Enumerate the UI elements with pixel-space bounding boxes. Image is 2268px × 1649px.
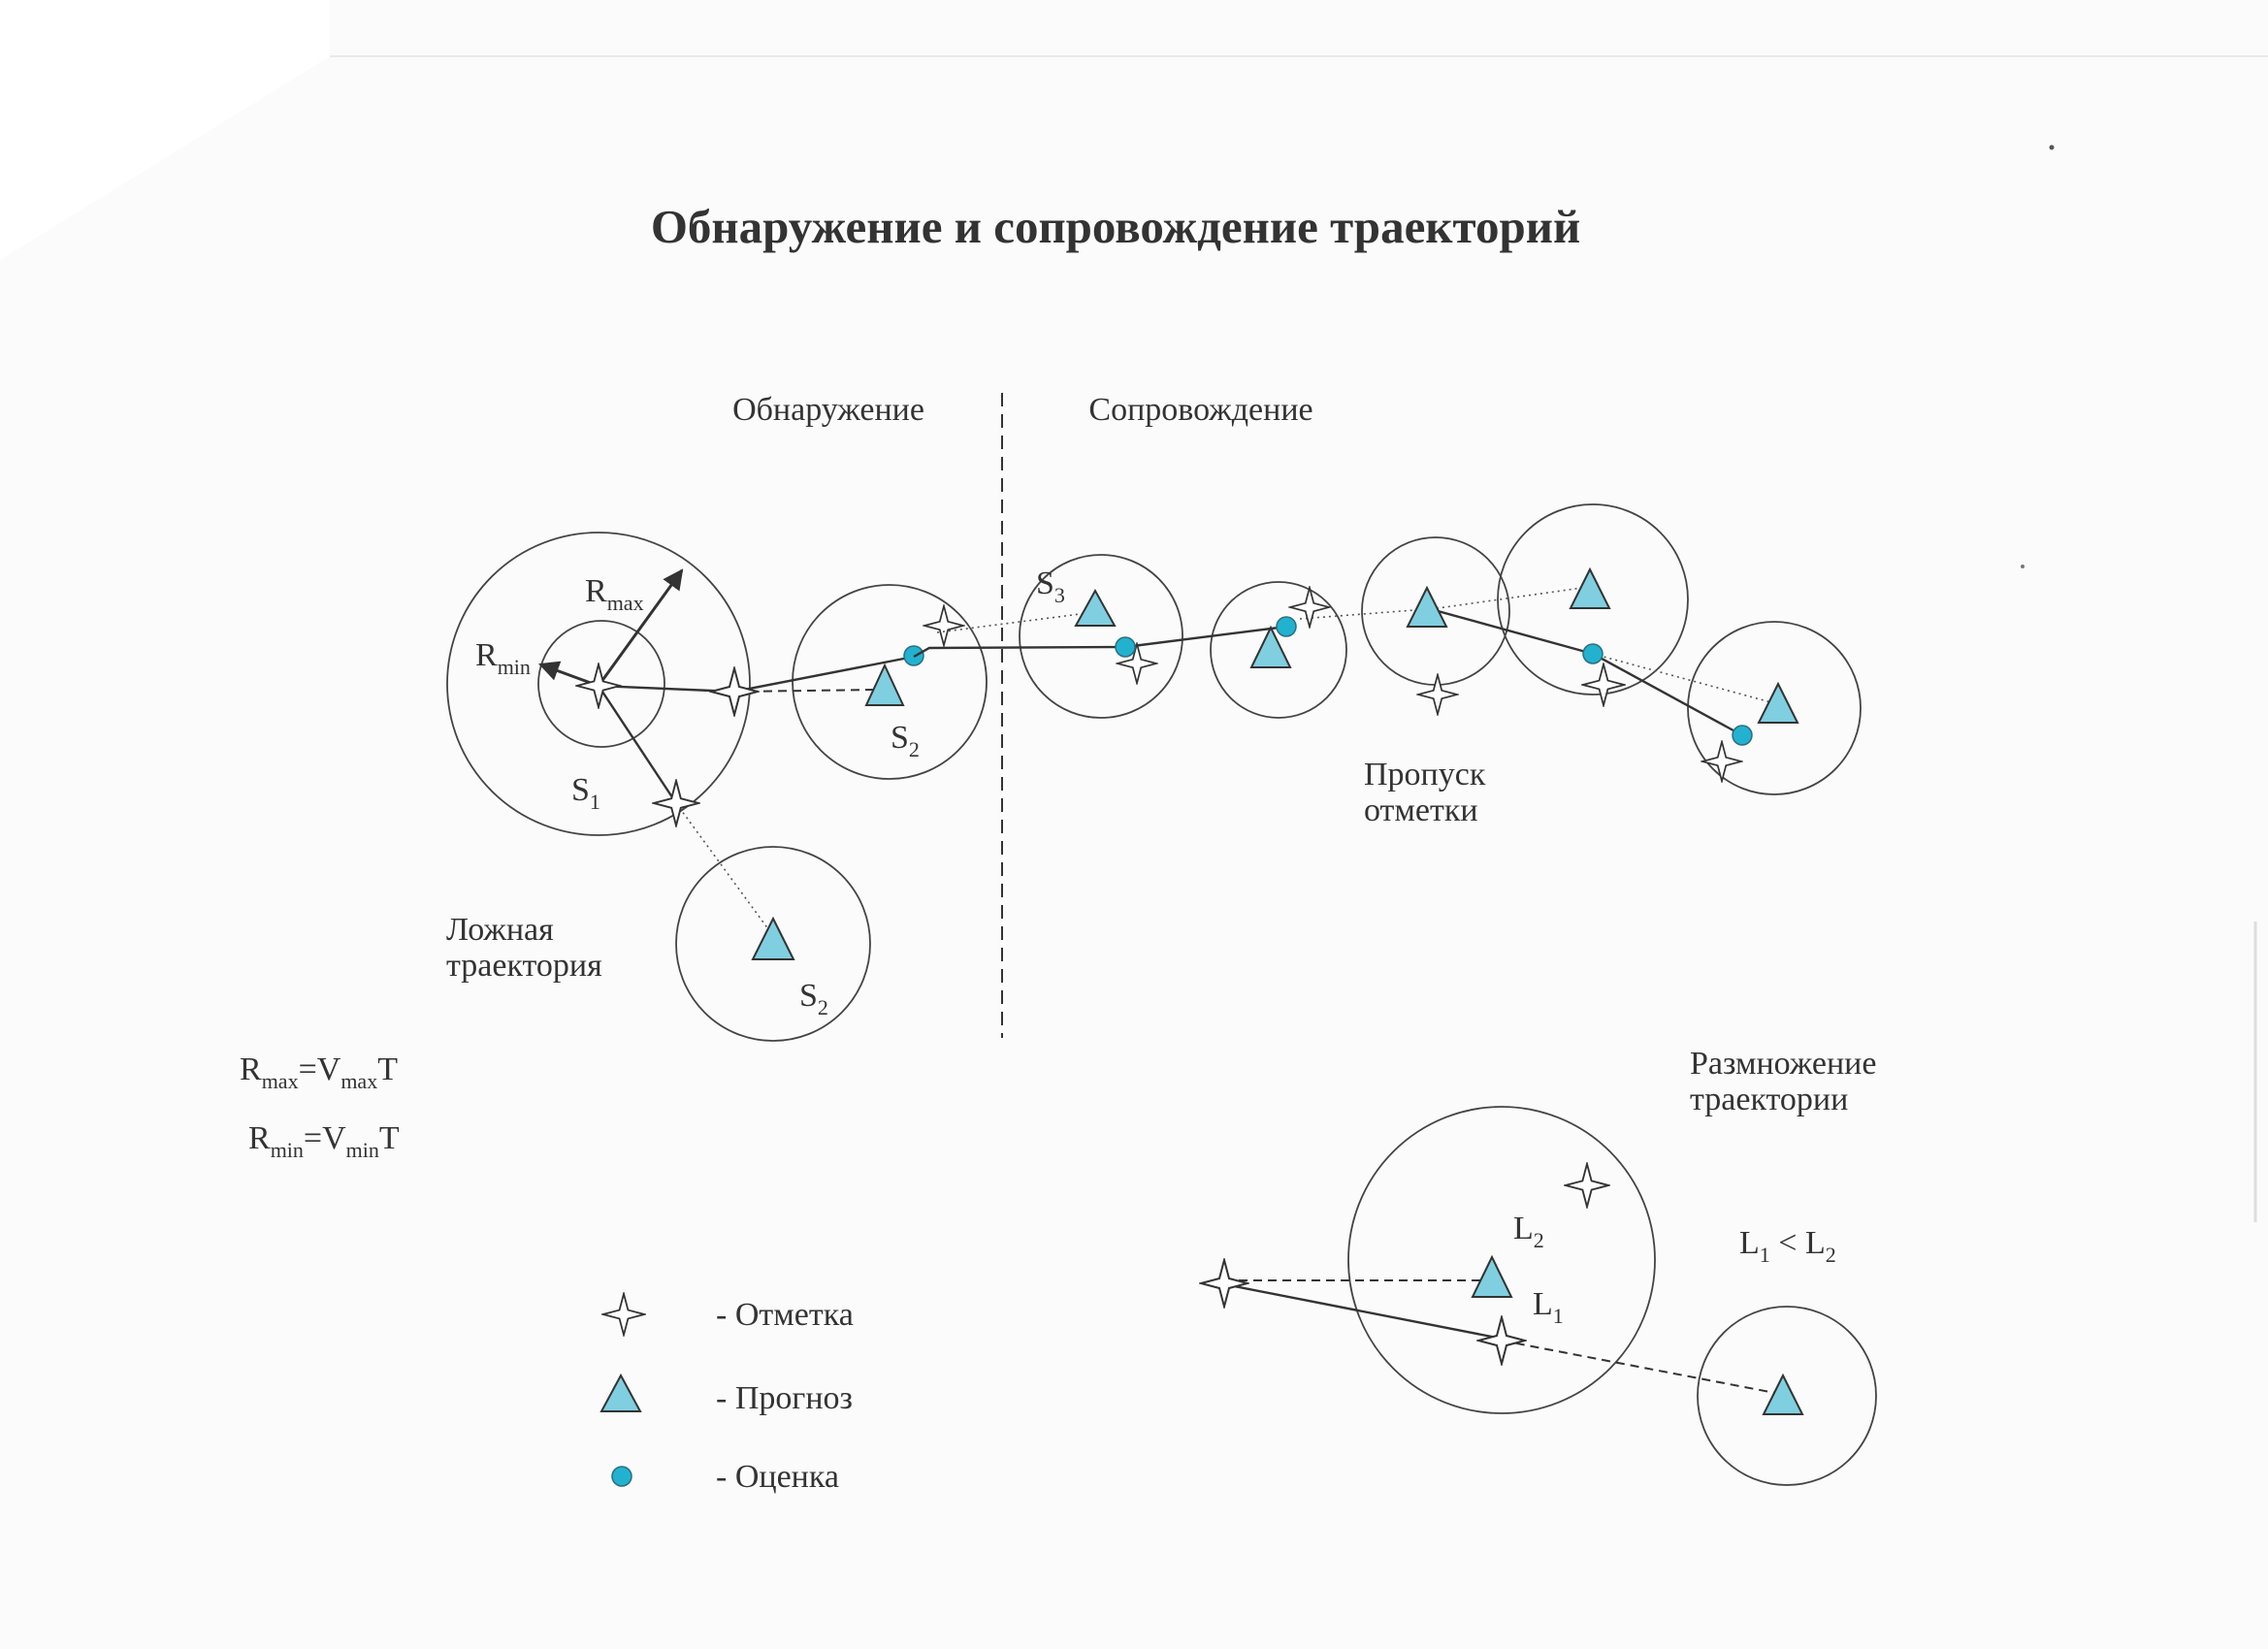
forecast-triangle-icon xyxy=(1074,588,1117,627)
legend-mark-icon xyxy=(601,1292,646,1337)
gate-circle-s2-low xyxy=(675,846,871,1042)
false-track-link xyxy=(675,802,772,934)
track-split-label-line2: траектории xyxy=(1690,1082,1848,1117)
gate-circle xyxy=(1497,503,1689,695)
forecast-triangle-icon xyxy=(1471,1254,1513,1298)
track-segment xyxy=(733,655,915,694)
mark-icon xyxy=(1581,663,1626,707)
s3-label: S3 xyxy=(1036,566,1065,607)
s1-label: S1 xyxy=(571,772,600,814)
forecast-link xyxy=(1299,608,1428,620)
gate-circle-s1 xyxy=(446,532,751,836)
false-track-label-line1: Ложная xyxy=(446,912,554,948)
section-detection-label: Обнаружение xyxy=(732,392,924,428)
track-line xyxy=(913,625,1291,659)
inequality-label: L1 < L2 xyxy=(1739,1225,1836,1267)
mark-icon xyxy=(1564,1162,1610,1209)
forecast-triangle-icon xyxy=(864,663,905,706)
forecast-triangle-icon xyxy=(1762,1373,1804,1415)
gate-circle xyxy=(1210,581,1347,719)
page-title: Обнаружение и сопровождение траекторий xyxy=(651,200,1580,253)
legend-forecast-label: - Прогноз xyxy=(716,1380,853,1416)
rmin-label: Rmin xyxy=(475,637,531,679)
legend-forecast-triangle-icon xyxy=(599,1373,642,1412)
formula-rmin: Rmin=VminT xyxy=(248,1120,400,1162)
forecast-triangle-icon xyxy=(751,916,795,960)
gate-circle-s3 xyxy=(1019,554,1183,719)
estimate-dot-icon xyxy=(1115,636,1136,658)
mark-icon xyxy=(1416,673,1459,716)
forecast-triangle-icon xyxy=(1569,566,1611,609)
legend-estimate-label: - Оценка xyxy=(716,1459,839,1495)
forecast-link xyxy=(1501,1340,1781,1395)
s2-low-label: S2 xyxy=(799,978,828,1019)
forecast-link xyxy=(1592,653,1779,705)
legend: - Отметка - Прогноз - Оценка xyxy=(599,1292,854,1495)
track-segment xyxy=(597,685,678,804)
gate-circle-s2-top xyxy=(792,584,988,780)
forecast-triangle-icon xyxy=(1757,681,1799,724)
missed-mark-label-line2: отметки xyxy=(1364,792,1478,828)
gate-circle xyxy=(1347,1106,1656,1414)
mark-icon xyxy=(1200,1259,1248,1308)
legend-mark-label: - Отметка xyxy=(716,1297,854,1333)
scan-speck xyxy=(2021,565,2025,568)
rmax-label: Rmax xyxy=(585,573,644,615)
rmax-vector xyxy=(597,568,684,687)
scan-speck xyxy=(2049,145,2055,150)
mark-icon xyxy=(710,667,759,716)
l1-label: L1 xyxy=(1533,1286,1564,1328)
estimate-dot-icon xyxy=(1582,643,1604,664)
forecast-triangle-icon xyxy=(1406,585,1448,628)
legend-estimate-dot-icon xyxy=(611,1466,632,1487)
false-track-label-line2: траектория xyxy=(446,948,602,984)
l2-label: L2 xyxy=(1513,1211,1544,1252)
formula-rmax: Rmax=VmaxT xyxy=(240,1051,398,1093)
gate-circle xyxy=(1697,1306,1877,1486)
section-tracking-label: Сопровождение xyxy=(1088,392,1312,428)
page-corner xyxy=(0,0,330,260)
forecast-triangle-icon xyxy=(1249,625,1292,668)
track-segment xyxy=(1592,652,1743,737)
track-split-label-line1: Размножение xyxy=(1690,1046,1876,1082)
track-segment xyxy=(1223,1282,1503,1341)
s2-top-label: S2 xyxy=(891,720,920,761)
estimate-dot-icon xyxy=(1732,725,1753,746)
estimate-dot-icon xyxy=(1276,616,1297,637)
gate-circle-rmin xyxy=(537,620,665,748)
track-segment xyxy=(1430,607,1594,656)
mark-icon xyxy=(1477,1316,1526,1365)
mark-icon xyxy=(652,779,700,827)
mark-icon xyxy=(575,663,622,709)
missed-mark-label-line1: Пропуск xyxy=(1364,757,1486,792)
mark-icon xyxy=(1288,586,1331,629)
mark-icon xyxy=(1701,740,1743,783)
gate-circle xyxy=(1687,621,1862,795)
forecast-link xyxy=(733,689,879,693)
